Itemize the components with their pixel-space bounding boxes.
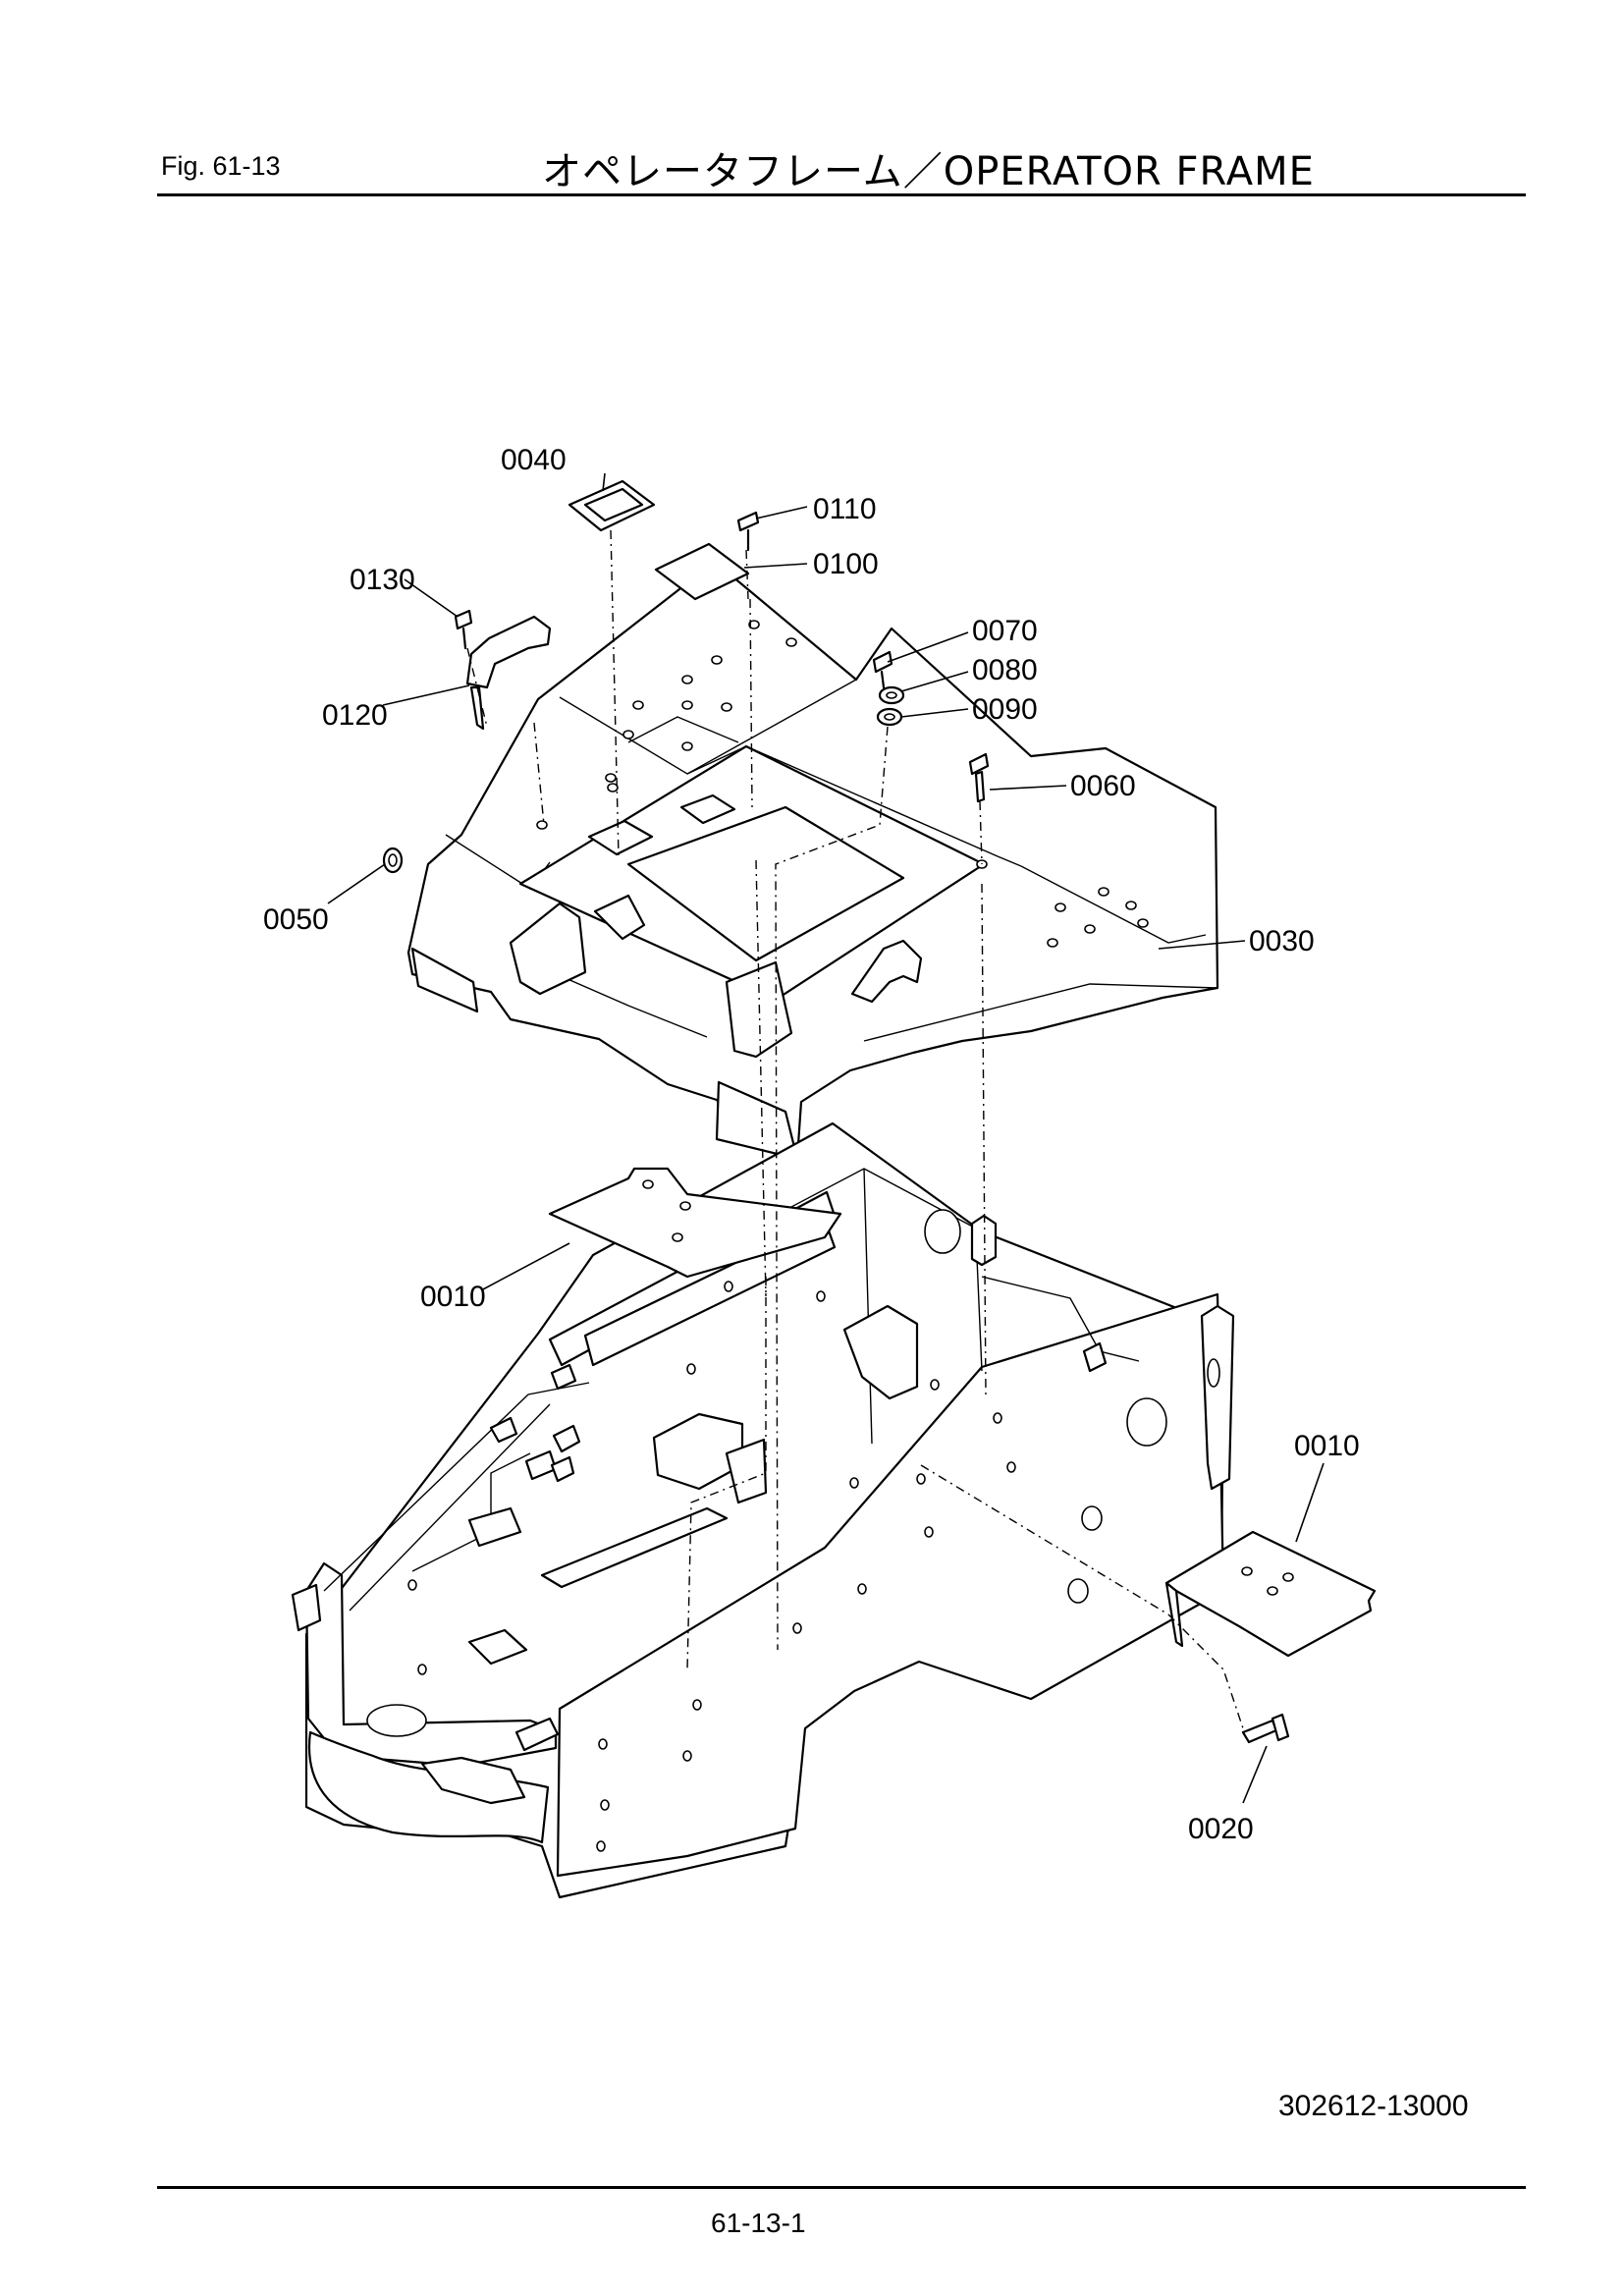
operator-frame-cover <box>406 560 1219 1161</box>
callout-0090: 0090 <box>972 693 1038 726</box>
callout-0030: 0030 <box>1249 925 1315 957</box>
callout-0070: 0070 <box>972 615 1038 647</box>
leader-lines <box>327 472 1325 1804</box>
grommet-0050 <box>382 847 404 874</box>
washer-0090 <box>876 707 903 727</box>
callout-0040: 0040 <box>501 444 567 476</box>
figure-number: Fig. 61-13 <box>161 151 281 181</box>
plate-0100 <box>654 542 750 601</box>
callout-0020: 0020 <box>1188 1813 1254 1845</box>
assembly-centerlines <box>466 529 1244 1729</box>
drawing-number: 302612-13000 <box>1278 2090 1469 2122</box>
callout-0120: 0120 <box>322 699 388 732</box>
bolt-0070 <box>872 650 893 689</box>
handle-0120 <box>465 615 552 731</box>
callout-labels: 0040 0110 0100 0130 0070 0080 0120 0090 … <box>263 444 1360 1845</box>
callout-0130: 0130 <box>350 564 415 596</box>
bolt-0060 <box>968 752 990 803</box>
callout-0060: 0060 <box>1070 770 1136 802</box>
footer-rule <box>157 2186 1526 2189</box>
header-rule <box>157 193 1526 196</box>
support-plate-0010-right <box>1164 1530 1377 1658</box>
callout-0010-left: 0010 <box>420 1281 486 1313</box>
main-frame <box>291 1121 1235 1899</box>
callout-0050: 0050 <box>263 903 329 936</box>
callout-0100: 0100 <box>813 548 879 580</box>
figure-title: オペレータフレーム／OPERATOR FRAME <box>542 149 1315 194</box>
callout-0010-right: 0010 <box>1294 1430 1360 1462</box>
washer-0080 <box>878 685 905 705</box>
cover-plate-0040 <box>568 479 656 532</box>
callout-0080: 0080 <box>972 654 1038 686</box>
page-number: 61-13-1 <box>711 2208 806 2238</box>
bolt-0110 <box>736 511 760 552</box>
bolt-0130 <box>454 609 473 650</box>
callout-0110: 0110 <box>813 493 877 525</box>
bolt-0020 <box>1241 1713 1290 1744</box>
